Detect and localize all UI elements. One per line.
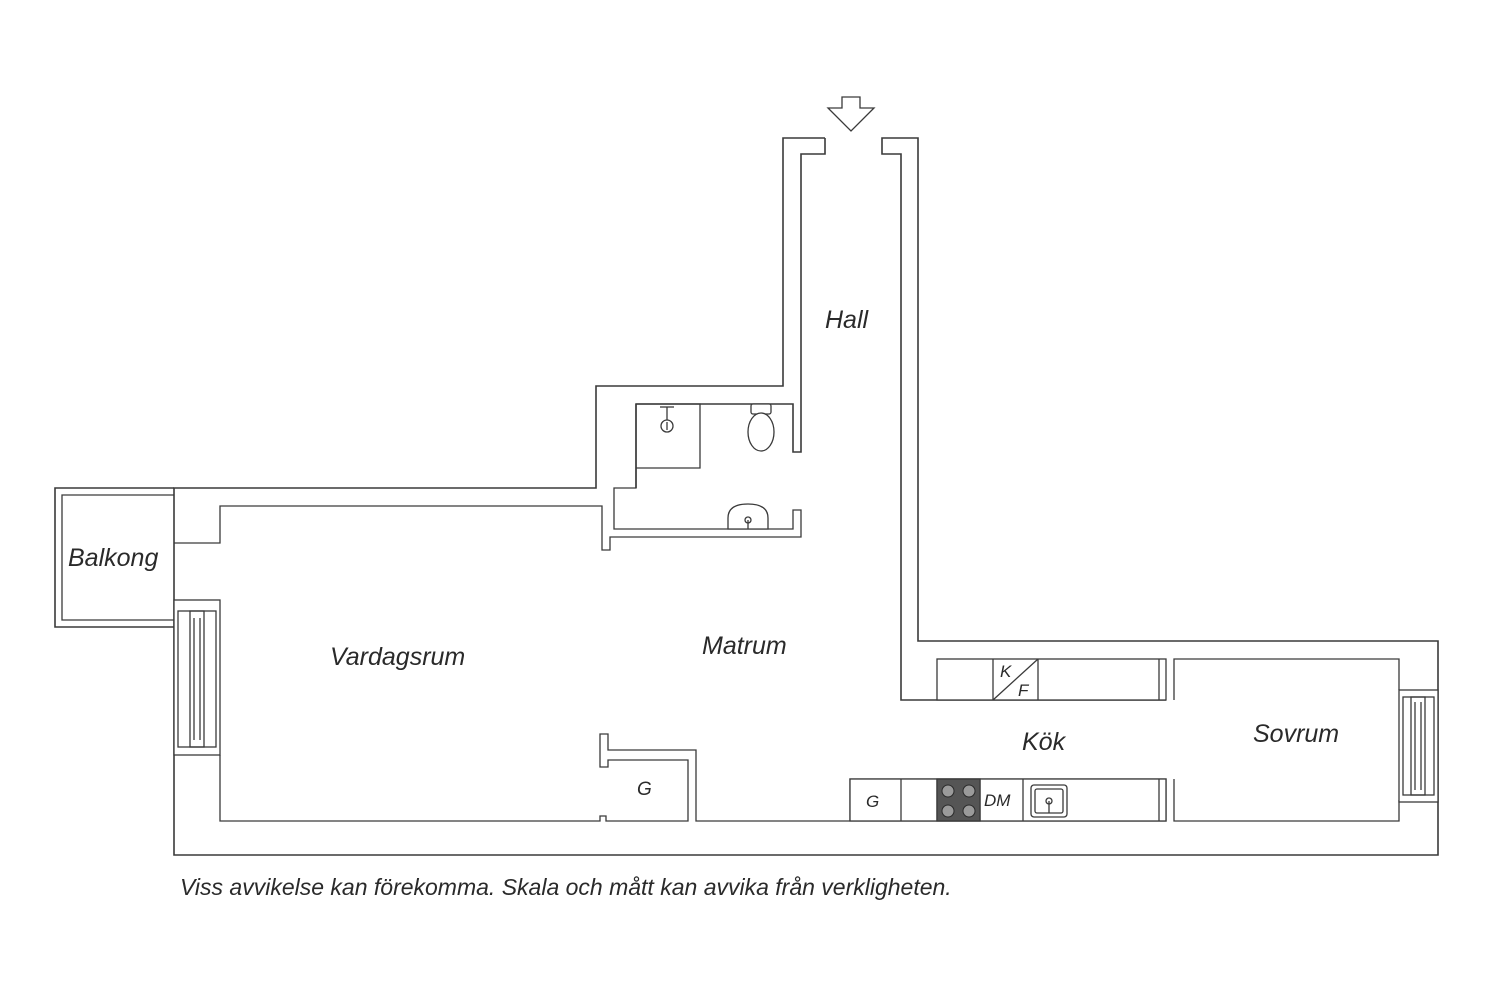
room-label-hall: Hall <box>825 306 870 334</box>
disclaimer-text: Viss avvikelse kan förekomma. Skala och … <box>180 874 952 900</box>
room-label-matrum: Matrum <box>702 632 787 660</box>
window-right <box>1398 689 1439 803</box>
hall-walls <box>173 137 1439 856</box>
bedroom-walls <box>1173 658 1400 822</box>
balcony <box>54 487 174 628</box>
kitchen-lower-counter <box>849 778 1167 822</box>
fridge-label-f: F <box>1018 681 1030 700</box>
fridge-label-k: K <box>1000 662 1012 681</box>
kitchen-sink-icon <box>1030 784 1068 818</box>
room-label-sovrum: Sovrum <box>1253 720 1339 748</box>
shower-icon <box>660 406 674 433</box>
window-left <box>173 599 221 756</box>
entrance-arrow-icon <box>826 96 876 132</box>
dishwasher-label: DM <box>984 791 1011 810</box>
room-label-kok: Kök <box>1022 728 1067 756</box>
room-label-vardagsrum: Vardagsrum <box>330 643 465 671</box>
wardrobe-label-kitchen: G <box>866 792 879 811</box>
kitchen-upper-counter <box>936 658 1167 701</box>
wardrobe-label-hall: G <box>637 779 652 800</box>
bathroom <box>174 403 802 551</box>
stove-icon <box>936 778 981 822</box>
toilet-icon <box>747 403 775 452</box>
room-label-balkong: Balkong <box>68 544 158 572</box>
bathroom-sink-icon <box>727 503 769 530</box>
